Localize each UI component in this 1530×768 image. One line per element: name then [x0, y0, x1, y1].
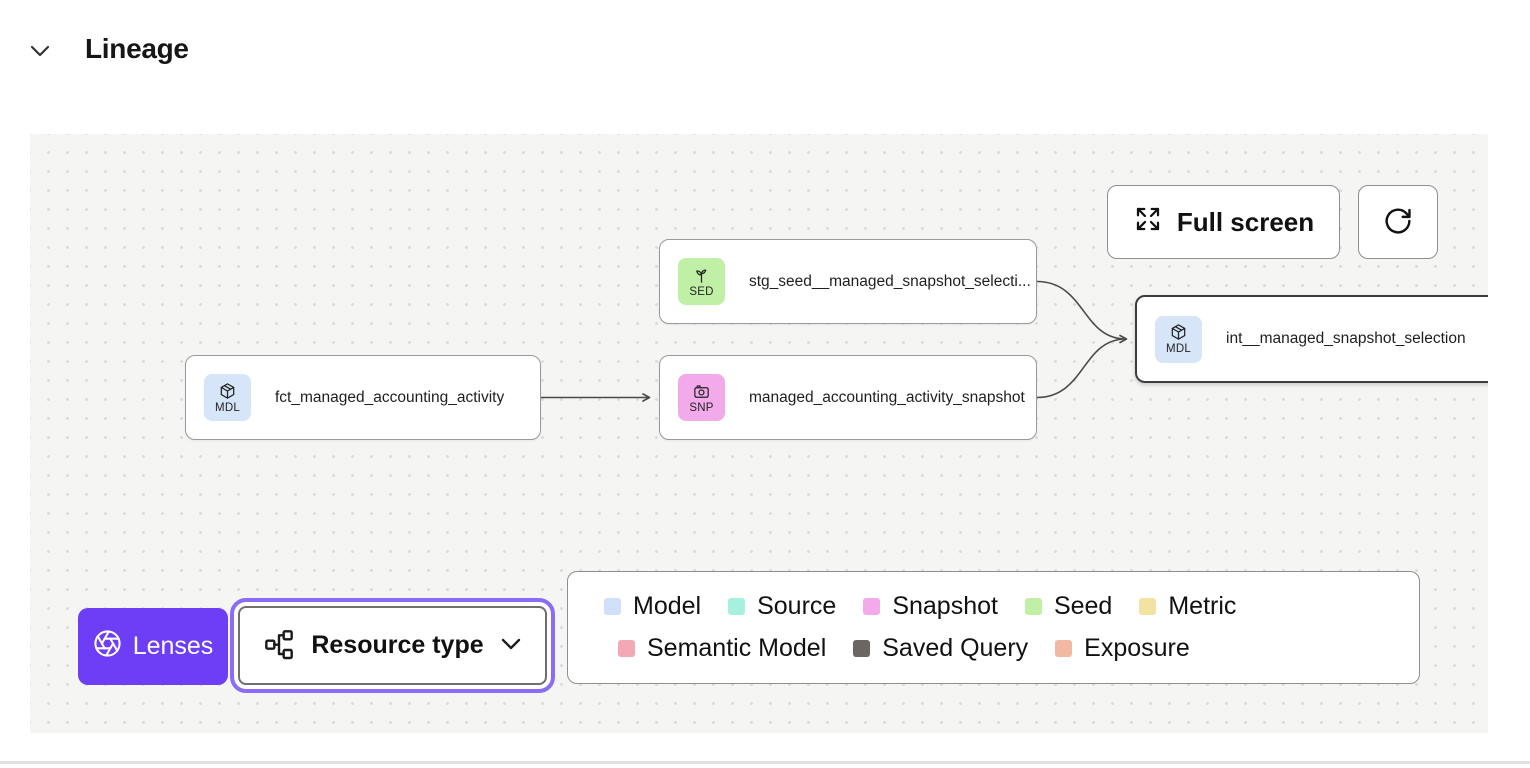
node-model-fct[interactable]: MDL fct_managed_accounting_activity — [185, 355, 541, 440]
lineage-canvas[interactable]: Full screen SED — [30, 134, 1488, 733]
node-seed[interactable]: SED stg_seed__managed_snapshot_selecti..… — [659, 239, 1037, 324]
cube-icon — [1169, 323, 1188, 342]
page-title: Lineage — [85, 33, 189, 64]
legend-item-metric: Metric — [1139, 592, 1236, 621]
seed-badge: SED — [678, 258, 725, 305]
legend-item-exposure: Exposure — [1055, 634, 1190, 663]
badge-label: MDL — [215, 401, 240, 414]
lineage-section-header: Lineage — [0, 0, 1530, 100]
badge-label: SNP — [689, 401, 714, 414]
legend-item-semantic-model: Semantic Model — [618, 634, 826, 663]
section-divider — [0, 761, 1530, 764]
legend-row: Model Source Snapshot Seed Metric — [604, 592, 1383, 621]
chevron-down-icon — [500, 637, 522, 654]
seed-swatch — [1024, 597, 1042, 615]
snapshot-badge: SNP — [678, 374, 725, 421]
source-swatch — [728, 597, 746, 615]
node-model-int-selected[interactable]: MDL int__managed_snapshot_selection — [1135, 295, 1488, 383]
exposure-swatch — [1055, 640, 1073, 658]
legend-item-source: Source — [728, 592, 836, 621]
resource-type-dropdown[interactable]: Resource type — [238, 606, 547, 685]
snapshot-swatch — [863, 597, 881, 615]
semantic-model-swatch — [618, 640, 635, 658]
lenses-button[interactable]: Lenses — [78, 608, 228, 685]
camera-icon — [692, 382, 711, 401]
lenses-label: Lenses — [132, 632, 214, 660]
node-label: int__managed_snapshot_selection — [1226, 330, 1466, 347]
saved-query-swatch — [853, 640, 871, 658]
collapse-section-button[interactable] — [26, 38, 54, 66]
full-screen-label: Full screen — [1176, 206, 1315, 237]
resource-type-legend: Model Source Snapshot Seed Metric — [567, 571, 1420, 684]
refresh-icon — [1382, 205, 1414, 240]
legend-item-model: Model — [604, 592, 701, 621]
node-label: managed_accounting_activity_snapshot — [749, 388, 1025, 406]
aperture-icon — [93, 629, 122, 665]
sprout-icon — [692, 266, 711, 285]
badge-label: SED — [689, 285, 714, 298]
model-badge: MDL — [1155, 315, 1202, 363]
legend-item-snapshot: Snapshot — [863, 592, 998, 621]
model-swatch — [604, 597, 621, 615]
node-label: fct_managed_accounting_activity — [275, 388, 505, 406]
cube-icon — [218, 382, 237, 401]
model-badge: MDL — [204, 374, 251, 421]
legend-item-seed: Seed — [1024, 592, 1112, 621]
legend-item-saved-query: Saved Query — [853, 634, 1028, 663]
full-screen-button[interactable]: Full screen — [1107, 185, 1340, 259]
node-label: stg_seed__managed_snapshot_selecti... — [749, 272, 1031, 290]
legend-row: Semantic Model Saved Query Exposure — [618, 634, 1383, 663]
refresh-button[interactable] — [1358, 185, 1438, 259]
resource-type-label: Resource type — [311, 631, 484, 659]
expand-icon — [1133, 204, 1163, 241]
badge-label: MDL — [1166, 343, 1191, 355]
chevron-down-icon — [30, 45, 50, 60]
node-snapshot[interactable]: SNP managed_accounting_activity_snapshot — [659, 355, 1037, 440]
resource-type-focus-ring: Resource type — [230, 598, 555, 693]
hierarchy-icon — [263, 628, 295, 663]
metric-swatch — [1139, 597, 1157, 615]
